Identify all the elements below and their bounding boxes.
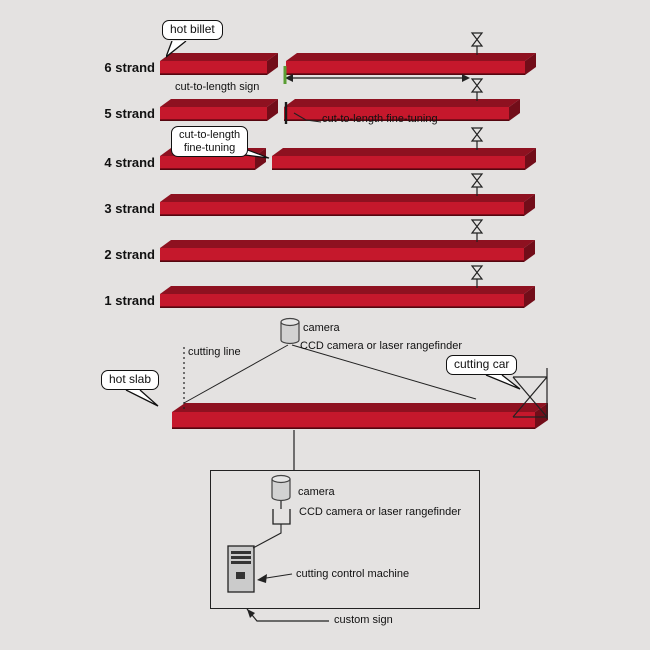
hot-billet-callout: hot billet [162,20,223,40]
billet-bar-3 [160,194,535,217]
billet-bar-6-seg1 [160,53,278,76]
billet-bar-6-seg2 [286,53,536,76]
camera-icon-mid [280,317,300,345]
billet-bar-1 [160,286,535,309]
cutting-car-callout: cutting car [446,355,518,375]
ccd-box-label: CCD camera or laser rangefinder [299,506,462,518]
fine-tuning-callout-line2: fine-tuning [183,141,236,154]
cutting-car-label: cutting car [454,357,510,371]
strand-label-6: 6 strand [104,60,155,75]
cutting-car-callout-tail [485,375,521,390]
cutting-line-label: cutting line [188,346,241,358]
strand-label-5: 5 strand [104,106,155,121]
camera-box-label: camera [298,486,335,498]
fine-tuning-callout-tail [245,148,270,159]
hot-slab-callout-tail [125,390,159,407]
cutting-torch-icon-3 [470,173,484,196]
hot-billet-callout-tail [166,41,187,58]
strand-label-1: 1 strand [104,293,155,308]
cutting-control-machine-label: cutting control machine [296,568,410,580]
strand-label-3: 3 strand [104,201,155,216]
cut-to-length-sign-label: cut-to-length sign [175,81,260,93]
billet-bar-5-seg2 [284,99,520,122]
cutting-torch-icon-4 [470,127,484,150]
cutting-torch-icon-6 [470,32,484,55]
fine-tuning-callout-line1: cut-to-length [179,129,241,141]
custom-sign-label: custom sign [334,614,393,626]
cutting-torch-icon-2 [470,219,484,242]
control-system-box [210,470,480,609]
fine-tuning-callout: cut-to-length fine-tuning [171,126,249,158]
custom-sign-line [246,608,329,622]
billet-bar-4-seg2 [272,148,536,171]
cutting-control-machine-icon [227,545,255,593]
ccd-mid-label: CCD camera or laser rangefinder [300,340,463,352]
cutting-torch-icon-5 [470,78,484,101]
camera-mid-label: camera [303,322,340,334]
billet-bar-5-seg1 [160,99,278,122]
billet-bar-2 [160,240,535,263]
strand-label-4: 4 strand [104,155,155,170]
hot-slab-callout: hot slab [101,370,160,390]
fine-tuning-inline-label: cut-to-length fine-tuning [322,113,438,125]
cutting-torch-icon-1 [470,265,484,288]
camera-icon-box [271,474,291,502]
hot-slab-label: hot slab [109,372,152,386]
strand-label-2: 2 strand [104,247,155,262]
hot-billet-label: hot billet [170,22,215,36]
hot-slab-bar [172,403,548,430]
